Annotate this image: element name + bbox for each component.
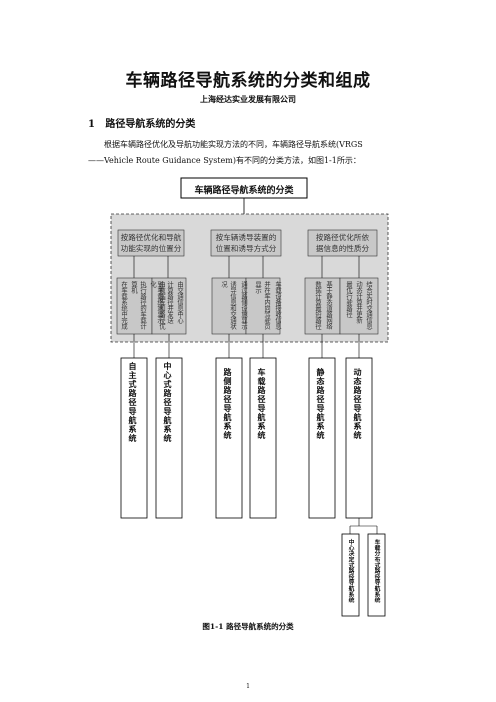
criteria-1-line2: 功能实现的位置分 [120, 244, 182, 253]
document-title: 车辆路径导航系统的分类和组成 [125, 71, 371, 91]
subsystem-label-central: 中心决定式路径导航系统 [347, 539, 353, 603]
desc-box-2 [151, 277, 187, 335]
desc-4-col1: 车载设备接收信息 [274, 281, 281, 329]
desc-1-col3: 在车载系统中完成 [120, 281, 127, 329]
desc-box-4 [245, 277, 281, 335]
system-label-onboard: 车载路径导航系统 [257, 368, 267, 440]
desc-text-2: 由交通信息中心 计算路径并发送 到车载终端显示 [155, 281, 184, 332]
paragraph-line-1: 根据车辆路径优化及导航功能实现方法的不同，车辆路径导航系统(VRGS [104, 140, 363, 149]
system-label-roadside: 路侧路径导航系统 [223, 368, 233, 440]
criteria-2-line2: 位置和诱导方式分 [215, 244, 277, 253]
criteria-box-3 [307, 229, 378, 257]
subsystem-box-1 [341, 533, 360, 617]
desc-5-col1: 基于静态道路网络 [325, 281, 332, 329]
desc-6-col2: 动态计算并更新 [355, 281, 362, 323]
criteria-2-line1: 按车辆诱导装置的 [215, 233, 277, 242]
figure-caption: 图1-1 路径导航系统的分类 [202, 622, 294, 631]
criteria-box-2 [210, 229, 282, 257]
system-box-3 [215, 357, 243, 519]
section-title: 路径导航系统的分类 [105, 119, 196, 130]
desc-text-3: 通过路侧设施显示 诱导信息和交通状况 [219, 281, 248, 332]
system-box-2 [155, 357, 183, 519]
desc-box-3 [211, 277, 247, 335]
desc-text-6: 结合实时交通信息 动态计算并更新 最优行驶路径 [344, 281, 373, 332]
criteria-label-2: 按车辆诱导装置的 位置和诱导方式分 [211, 232, 281, 254]
desc-text-1: 由数据库和路径优化 执行路径的车载计算机 在车载系统中完成 [119, 281, 166, 332]
desc-6-col1: 结合实时交通信息 [365, 281, 372, 329]
desc-1-col1: 由数据库和路径优化 [149, 281, 165, 329]
company-name: 上海经达实业发展有限公司 [200, 94, 296, 104]
root-label: 车辆路径导航系统的分类 [194, 186, 294, 196]
desc-6-col3: 最优行驶路径 [345, 281, 352, 317]
system-box-1 [120, 357, 148, 519]
desc-box-6 [339, 277, 379, 335]
system-box-6 [345, 357, 373, 519]
desc-2-col3: 到车载终端显示 [156, 281, 163, 323]
criteria-3-line1: 按路径优化所依 [315, 233, 370, 242]
criteria-3-line2: 据信息的性质分 [315, 244, 370, 253]
system-box-5 [308, 357, 336, 519]
criteria-label-1: 按路径优化和导航 功能实现的位置分 [118, 232, 184, 254]
page-number: 1 [246, 683, 250, 690]
paragraph-line-2: ——Vehicle Route Guidance System)有不同的分类方法… [88, 156, 361, 165]
desc-4-col2: 并在车内向驾驶员显示 [254, 281, 270, 329]
desc-box-5 [304, 277, 341, 335]
desc-text-5: 基于静态道路网络 数据计算最短路径 [313, 281, 333, 332]
subsystem-label-distributed: 车载分布式路径导航系统 [373, 539, 379, 603]
system-label-static: 静态路径导航系统 [316, 368, 326, 440]
system-label-centralized: 中心式路径导航系统 [163, 362, 173, 443]
desc-1-col2: 执行路径的车载计算机 [130, 281, 146, 329]
criteria-box-1 [117, 229, 185, 257]
section-heading: 1 路径导航系统的分类 [88, 115, 195, 130]
criteria-label-3: 按路径优化所依 据信息的性质分 [308, 232, 377, 254]
desc-3-col2: 诱导信息和交通状况 [220, 281, 236, 329]
subsystem-box-2 [367, 533, 386, 617]
desc-text-4: 车载设备接收信息 并在车内向驾驶员显示 [253, 281, 282, 332]
system-label-dynamic: 动态路径导航系统 [353, 368, 363, 440]
desc-5-col2: 数据计算最短路径 [314, 281, 321, 329]
system-label-autonomous: 自主式路径导航系统 [128, 362, 138, 443]
system-box-4 [249, 357, 277, 519]
desc-3-col1: 通过路侧设施显示 [240, 281, 247, 329]
criteria-1-line1: 按路径优化和导航 [120, 233, 182, 242]
desc-2-col1: 由交通信息中心 [176, 281, 183, 323]
section-number: 1 [88, 119, 95, 130]
desc-2-col2: 计算路径并发送 [166, 281, 173, 323]
